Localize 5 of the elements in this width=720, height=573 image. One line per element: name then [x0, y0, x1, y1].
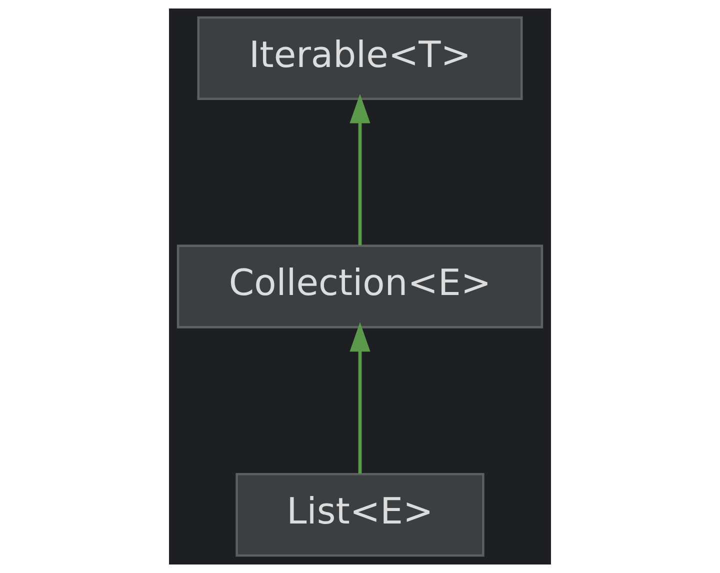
node-box: Iterable<T> — [197, 16, 523, 100]
node-box: List<E> — [236, 472, 484, 557]
arrow — [350, 322, 370, 474]
node-box: Collection<E> — [176, 244, 544, 328]
arrow — [350, 94, 370, 246]
